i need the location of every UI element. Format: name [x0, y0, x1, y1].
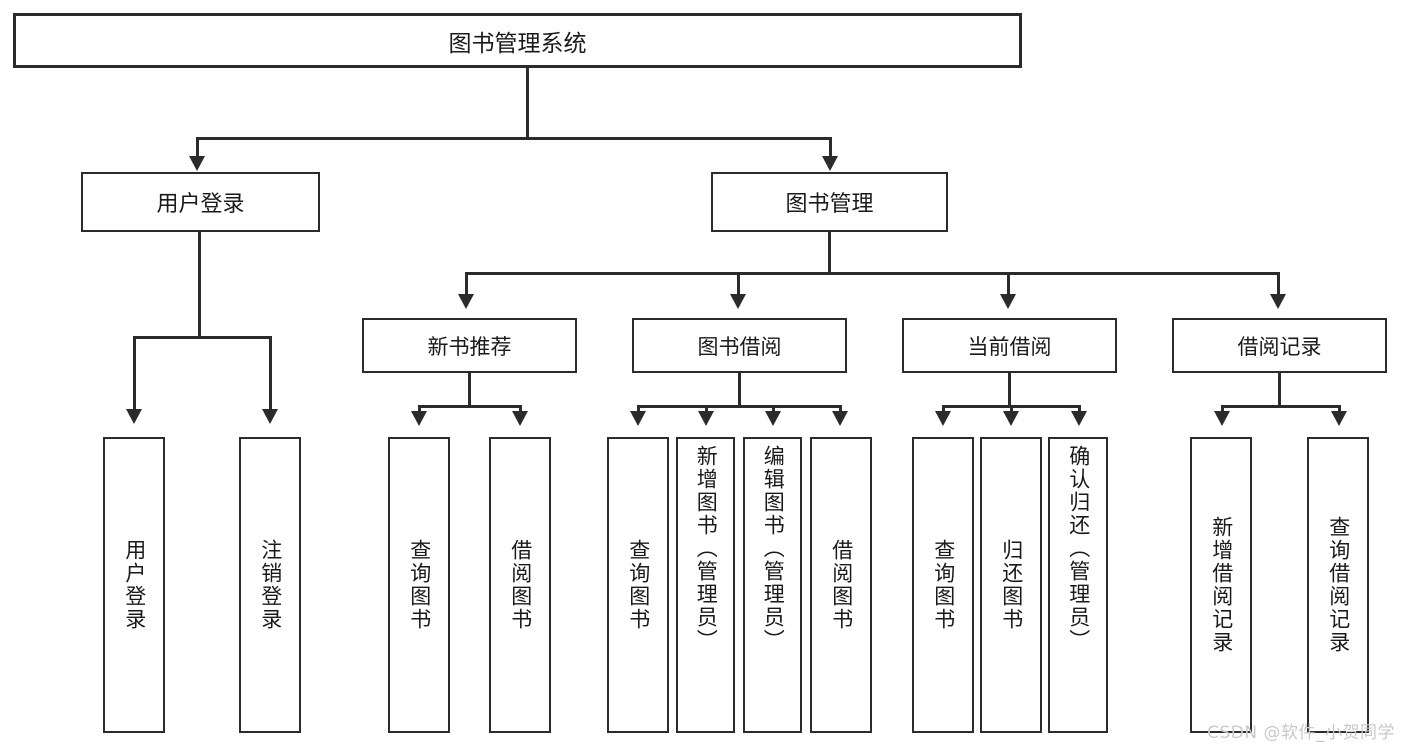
arrowhead-br-leaf-2: [1331, 411, 1347, 426]
connector-br-drop-2: [1338, 405, 1341, 413]
connector-br-stem: [1278, 373, 1281, 407]
leaf-query-borrow-record[interactable]: 查询借阅记录: [1307, 437, 1369, 733]
node-label: 新书推荐: [427, 334, 512, 359]
leaf-label: 查询图书: [407, 539, 432, 631]
leaf-borrow-book-2[interactable]: 借阅图书: [810, 437, 872, 733]
leaf-label: 查询借阅记录: [1326, 516, 1351, 654]
leaf-label: 用户登录: [122, 539, 147, 631]
connector-drop-borrow-record: [1277, 272, 1280, 296]
node-label: 借阅记录: [1237, 334, 1322, 359]
connector-nbr-stem: [468, 373, 471, 407]
leaf-query-book-2[interactable]: 查询图书: [607, 437, 669, 733]
leaf-user-login[interactable]: 用户登录: [103, 437, 165, 733]
node-root-system[interactable]: 图书管理系统: [13, 13, 1022, 68]
connector-nbr-drop-2: [519, 405, 522, 413]
watermark-text: CSDN @软件_小贺同学: [1207, 723, 1395, 743]
arrowhead-cb-leaf-3: [1071, 411, 1087, 426]
node-borrow-record[interactable]: 借阅记录: [1172, 318, 1387, 373]
node-label: 图书管理系统: [448, 30, 587, 57]
connector-bb-drop-4: [839, 405, 842, 413]
connector-cb-drop-2: [1010, 405, 1013, 413]
node-label: 图书借阅: [697, 334, 782, 359]
arrowhead-nbr-leaf-1: [411, 411, 427, 426]
leaf-add-borrow-record[interactable]: 新增借阅记录: [1190, 437, 1252, 733]
connector-drop-leaf-user-login: [133, 336, 136, 411]
leaf-label: 查询图书: [931, 539, 956, 631]
connector-br-bar: [1221, 405, 1340, 408]
arrowhead-borrow-record: [1270, 294, 1286, 309]
node-book-management[interactable]: 图书管理: [711, 172, 948, 232]
arrowhead-bb-leaf-2: [698, 411, 714, 426]
connector-book-management-stem: [828, 232, 831, 274]
node-new-book-recommend[interactable]: 新书推荐: [362, 318, 577, 373]
connector-drop-book-borrow: [737, 272, 740, 296]
connector-nbr-drop-1: [418, 405, 421, 413]
leaf-label: 确认归还（管理员）: [1066, 445, 1091, 652]
node-book-borrow[interactable]: 图书借阅: [632, 318, 847, 373]
leaf-label: 借阅图书: [508, 539, 533, 631]
node-label: 用户登录: [156, 192, 245, 217]
connector-bb-stem: [738, 373, 741, 407]
connector-cb-stem: [1008, 373, 1011, 407]
connector-bb-bar: [637, 405, 841, 408]
connector-bb-drop-1: [637, 405, 640, 413]
connector-root-stem: [526, 68, 529, 139]
arrowhead-bb-leaf-3: [765, 411, 781, 426]
connector-br-drop-1: [1221, 405, 1224, 413]
node-user-login[interactable]: 用户登录: [81, 172, 320, 232]
leaf-label: 查询图书: [626, 539, 651, 631]
connector-drop-current-borrow: [1007, 272, 1010, 296]
leaf-label: 借阅图书: [829, 539, 854, 631]
arrowhead-book-management: [822, 156, 838, 171]
connector-cb-drop-3: [1078, 405, 1081, 413]
arrowhead-cb-leaf-2: [1003, 411, 1019, 426]
connector-level2-bar: [196, 137, 832, 140]
arrowhead-leaf-logout: [262, 409, 278, 424]
connector-drop-leaf-logout: [269, 336, 272, 411]
leaf-label: 归还图书: [999, 539, 1024, 631]
leaf-query-book-1[interactable]: 查询图书: [388, 437, 450, 733]
node-label: 当前借阅: [967, 334, 1052, 359]
connector-cb-drop-1: [942, 405, 945, 413]
connector-drop-book-management: [829, 137, 832, 158]
leaf-edit-book-admin[interactable]: 编辑图书（管理员）: [743, 437, 802, 733]
leaf-logout-login[interactable]: 注销登录: [239, 437, 301, 733]
connector-bb-drop-3: [772, 405, 775, 413]
connector-bb-drop-2: [705, 405, 708, 413]
leaf-return-book[interactable]: 归还图书: [980, 437, 1042, 733]
arrowhead-user-login: [189, 156, 205, 171]
connector-user-login-bar: [133, 336, 270, 339]
connector-user-login-stem: [198, 232, 201, 338]
leaf-label: 注销登录: [258, 539, 283, 631]
arrowhead-current-borrow: [1000, 294, 1016, 309]
arrowhead-bb-leaf-4: [832, 411, 848, 426]
arrowhead-book-borrow: [730, 294, 746, 309]
arrowhead-leaf-user-login: [126, 409, 142, 424]
leaf-label: 编辑图书（管理员）: [761, 445, 786, 652]
connector-drop-user-login: [196, 137, 199, 158]
node-current-borrow[interactable]: 当前借阅: [902, 318, 1117, 373]
connector-nbr-bar: [418, 405, 521, 408]
node-label: 图书管理: [785, 192, 874, 217]
leaf-label: 新增借阅记录: [1209, 516, 1234, 654]
leaf-add-book-admin[interactable]: 新增图书（管理员）: [676, 437, 735, 733]
arrowhead-new-book-recommend: [458, 294, 474, 309]
leaf-query-book-3[interactable]: 查询图书: [912, 437, 974, 733]
arrowhead-nbr-leaf-2: [512, 411, 528, 426]
arrowhead-bb-leaf-1: [630, 411, 646, 426]
connector-drop-new-book-recommend: [465, 272, 468, 296]
leaf-label: 新增图书（管理员）: [694, 445, 719, 652]
connector-level3-bar: [465, 272, 1280, 275]
arrowhead-br-leaf-1: [1214, 411, 1230, 426]
arrowhead-cb-leaf-1: [935, 411, 951, 426]
leaf-borrow-book-1[interactable]: 借阅图书: [489, 437, 551, 733]
leaf-confirm-return-admin[interactable]: 确认归还（管理员）: [1048, 437, 1108, 733]
